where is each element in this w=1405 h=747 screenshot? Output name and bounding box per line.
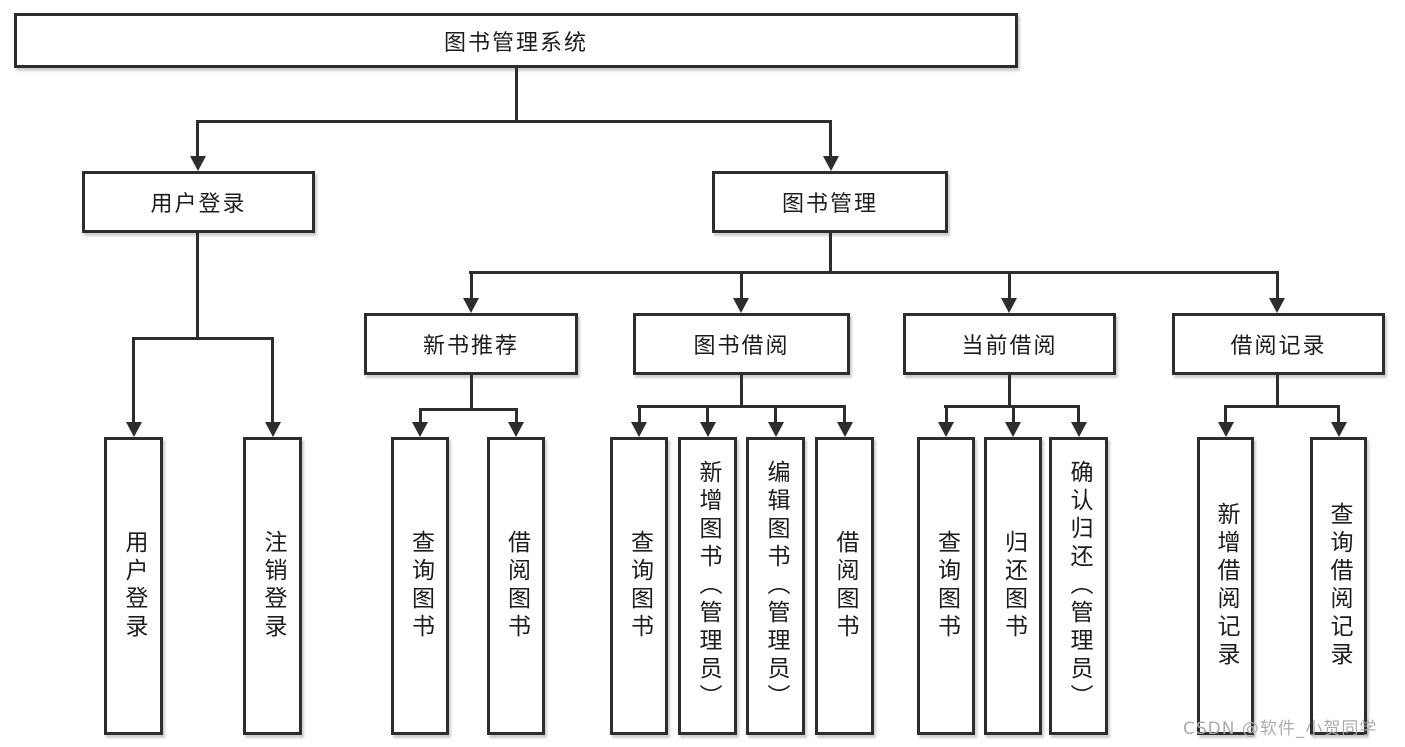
arrow-down-icon <box>508 422 524 437</box>
leaf-user-login: 用户登录 <box>104 437 163 735</box>
arrow-down-icon <box>463 298 479 313</box>
watermark: CSDN @软件_小贺同学 <box>1183 719 1378 739</box>
connector-line <box>271 337 274 425</box>
connector-line <box>1012 405 1015 425</box>
arrow-down-icon <box>700 422 716 437</box>
arrow-down-icon <box>1269 298 1285 313</box>
node-book-management: 图书管理 <box>712 171 948 233</box>
leaf-edit-book-admin: 编辑图书（管理员） <box>746 437 805 735</box>
connector-line <box>470 271 473 301</box>
leaf-borrow-books: 借阅图书 <box>815 437 874 735</box>
arrow-down-icon <box>823 156 839 171</box>
arrow-down-icon <box>768 422 784 437</box>
leaf-logout: 注销登录 <box>243 437 302 735</box>
leaf-query-books-current: 查询图书 <box>917 437 975 735</box>
connector-line <box>1008 375 1011 405</box>
node-root: 图书管理系统 <box>14 13 1018 68</box>
connector-line <box>196 120 832 123</box>
connector-line <box>843 405 846 425</box>
arrow-down-icon <box>190 156 206 171</box>
arrow-down-icon <box>733 298 749 313</box>
connector-line <box>1224 405 1340 408</box>
node-book-borrow: 图书借阅 <box>633 313 850 375</box>
node-user-login: 用户登录 <box>82 171 315 233</box>
arrow-down-icon <box>265 422 281 437</box>
connector-line <box>829 233 832 271</box>
connector-line <box>740 375 743 405</box>
connector-line <box>637 405 846 408</box>
connector-line <box>515 68 518 120</box>
connector-line <box>945 405 948 425</box>
connector-line <box>515 408 518 425</box>
arrow-down-icon <box>1331 422 1347 437</box>
arrow-down-icon <box>126 422 142 437</box>
arrow-down-icon <box>938 422 954 437</box>
leaf-add-borrow-record: 新增借阅记录 <box>1197 437 1254 735</box>
connector-line <box>196 233 199 337</box>
leaf-confirm-return-admin: 确认归还（管理员） <box>1049 437 1108 735</box>
leaf-add-book-admin: 新增图书（管理员） <box>678 437 737 735</box>
connector-line <box>829 120 832 160</box>
arrow-down-icon <box>412 422 428 437</box>
connector-line <box>706 405 709 425</box>
connector-line <box>1224 405 1227 425</box>
leaf-query-books-recommend: 查询图书 <box>391 437 449 735</box>
connector-line <box>1008 271 1011 301</box>
connector-line <box>470 375 473 408</box>
connector-line <box>638 405 641 425</box>
arrow-down-icon <box>1071 422 1087 437</box>
connector-line <box>1077 405 1080 425</box>
connector-line <box>1276 375 1279 405</box>
node-borrow-records: 借阅记录 <box>1172 313 1385 375</box>
leaf-borrow-books-recommend: 借阅图书 <box>487 437 545 735</box>
connector-line <box>132 337 135 425</box>
leaf-query-books-borrow: 查询图书 <box>610 437 668 735</box>
node-current-borrow: 当前借阅 <box>903 313 1116 375</box>
connector-line <box>419 408 422 425</box>
arrow-down-icon <box>1005 422 1021 437</box>
connector-line <box>469 271 1279 274</box>
connector-line <box>740 271 743 301</box>
arrow-down-icon <box>1218 422 1234 437</box>
arrow-down-icon <box>837 422 853 437</box>
arrow-down-icon <box>1001 298 1017 313</box>
connector-line <box>196 120 199 160</box>
connector-line <box>419 408 518 411</box>
connector-line <box>1276 271 1279 301</box>
node-new-book-recommend: 新书推荐 <box>364 313 578 375</box>
connector-line <box>1337 405 1340 425</box>
leaf-return-book: 归还图书 <box>984 437 1042 735</box>
connector-line <box>132 337 274 340</box>
connector-line <box>774 405 777 425</box>
arrow-down-icon <box>631 422 647 437</box>
leaf-query-borrow-record: 查询借阅记录 <box>1310 437 1367 735</box>
